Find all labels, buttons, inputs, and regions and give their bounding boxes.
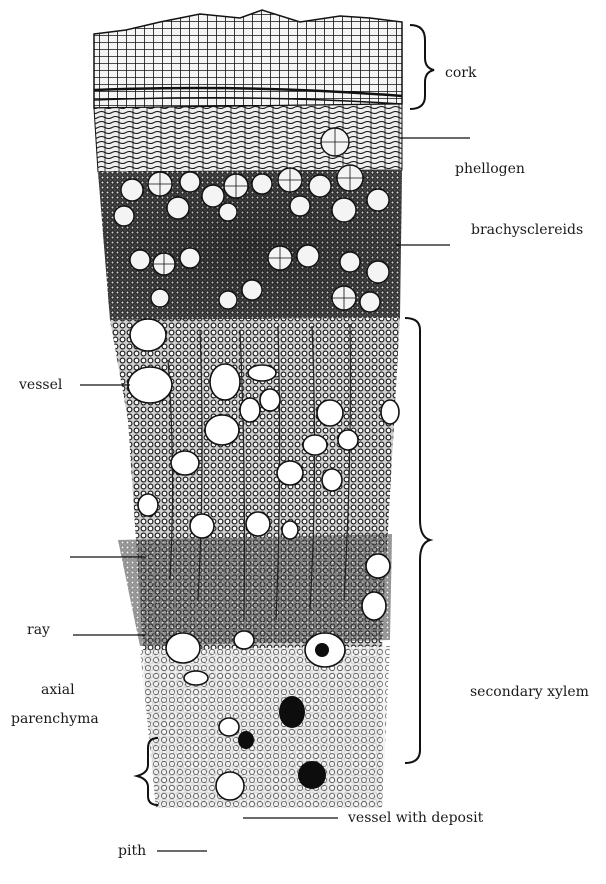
label-secondary-xylem: secondary xylem [470, 684, 589, 700]
label-vessel: vessel [19, 377, 62, 393]
label-pith: pith [118, 843, 146, 859]
label-axial: axial [41, 682, 75, 698]
label-phellogen: phellogen [455, 161, 525, 177]
phellogen-layer [94, 104, 402, 172]
label-parenchyma: parenchyma [11, 711, 99, 727]
label-cork: cork [445, 65, 476, 81]
label-vessel-with-deposit: vessel with deposit [348, 810, 483, 826]
label-ray: ray [27, 622, 50, 638]
label-brachysclereids: brachysclereids [471, 222, 583, 238]
